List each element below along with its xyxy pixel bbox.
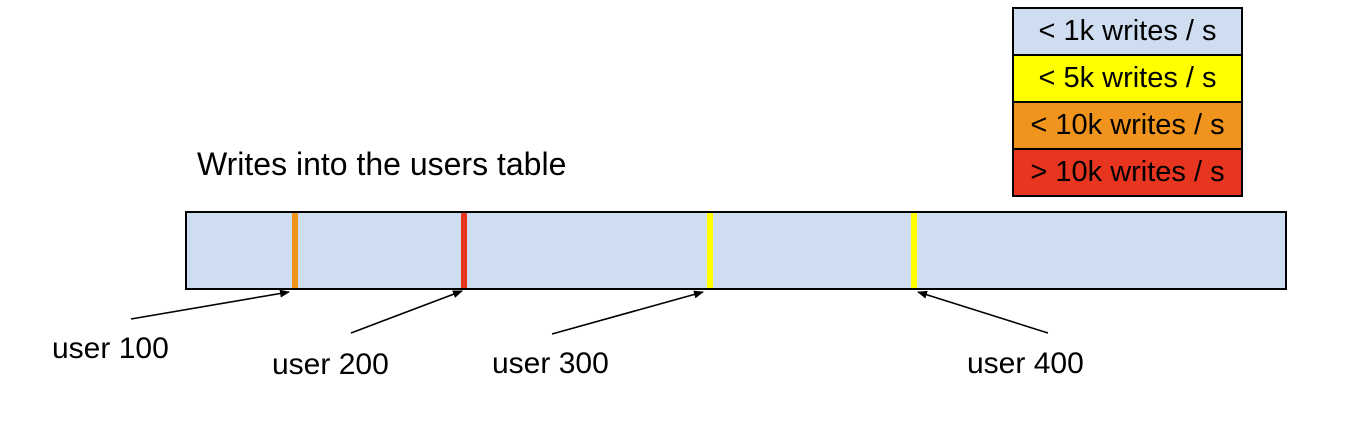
users-table-bar bbox=[185, 211, 1287, 290]
label-user-400: user 400 bbox=[967, 347, 1084, 380]
stripe-user-100 bbox=[291, 213, 298, 288]
legend-item-lt-5k-label: < 5k writes / s bbox=[1038, 62, 1217, 94]
legend-item-gt-10k: > 10k writes / s bbox=[1012, 148, 1243, 197]
stripe-user-400 bbox=[910, 213, 917, 288]
stripe-user-200 bbox=[460, 213, 467, 288]
legend: < 1k writes / s < 5k writes / s < 10k wr… bbox=[1012, 7, 1243, 197]
diagram-title: Writes into the users table bbox=[197, 146, 567, 182]
stripe-user-300 bbox=[706, 213, 713, 288]
legend-item-lt-1k-label: < 1k writes / s bbox=[1038, 15, 1217, 47]
label-user-300: user 300 bbox=[492, 347, 609, 380]
legend-item-lt-10k-label: < 10k writes / s bbox=[1030, 109, 1225, 141]
arrow-user-200 bbox=[350, 290, 463, 334]
legend-item-lt-10k: < 10k writes / s bbox=[1012, 101, 1243, 150]
label-user-100: user 100 bbox=[52, 332, 169, 365]
legend-item-gt-10k-label: > 10k writes / s bbox=[1030, 156, 1225, 188]
legend-item-lt-1k: < 1k writes / s bbox=[1012, 7, 1243, 56]
legend-item-lt-5k: < 5k writes / s bbox=[1012, 54, 1243, 103]
arrow-user-400 bbox=[917, 290, 1049, 334]
label-user-200: user 200 bbox=[272, 348, 389, 381]
arrow-user-300 bbox=[551, 290, 704, 335]
arrow-user-100 bbox=[130, 289, 290, 320]
